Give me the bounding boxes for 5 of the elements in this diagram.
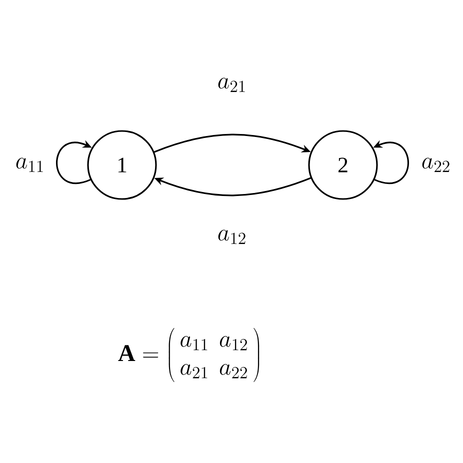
edge-label: $a_{22}$ <box>422 158 450 172</box>
edge-label: $a_{11}$ <box>16 158 43 172</box>
edge-label: $a_{21}$ <box>218 78 245 92</box>
edge-label: $a_{12}$ <box>218 230 246 244</box>
matrix-formula: $\mathbf{A} = \left(\begin{array}{cc} a_{11} & a_{12} \\ a_{21} & a_{22} \end{array}\right)$ <box>118 328 260 382</box>
